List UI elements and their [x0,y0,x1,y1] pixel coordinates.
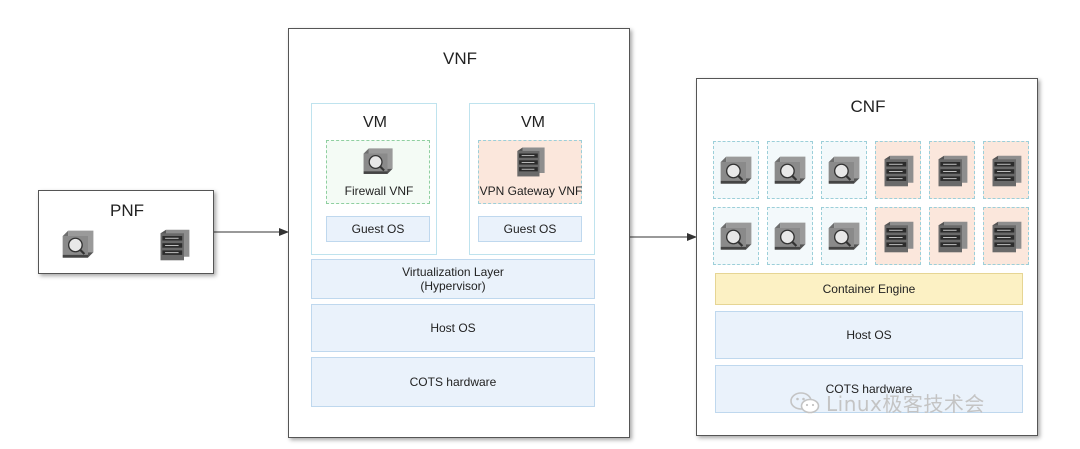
watermark-text: Linux极客技术会 [826,392,985,416]
container-firewall [767,141,813,199]
cnf-box: CNF Container Engine Host OS COTS hardwa… [696,78,1038,436]
container-vpn [983,207,1029,265]
container-firewall [821,207,867,265]
cnf-cots-hardware: COTS hardware [715,365,1023,413]
container-vpn [929,207,975,265]
container-firewall [713,141,759,199]
server-rack-icon [513,145,549,179]
hypervisor-label: (Hypervisor) [420,279,486,293]
cnf-title: CNF [850,97,886,116]
container-engine: Container Engine [715,273,1023,305]
vm-title: VM [521,114,545,131]
watermark: Linux极客技术会 [790,388,985,417]
firewall-vnf-label: Firewall VNF [344,184,414,198]
vnf-title: VNF [443,49,477,68]
firewall-icon [361,145,397,179]
server-rack-icon [881,219,917,255]
firewall-vnf-app: Firewall VNF [326,140,430,204]
wechat-icon [790,391,820,413]
vnf-cots-hardware: COTS hardware [311,357,595,407]
cnf-host-os: Host OS [715,311,1023,359]
container-vpn [875,141,921,199]
container-firewall [821,141,867,199]
pnf-box: PNF [38,190,214,274]
container-grid [713,141,1029,267]
virtualization-label: Virtualization Layer [402,265,504,279]
pnf-title: PNF [110,201,144,220]
server-rack-icon [989,219,1025,255]
firewall-icon [773,219,809,255]
container-vpn [875,207,921,265]
guest-os-firewall: Guest OS [326,216,430,242]
virtualization-layer: Virtualization Layer (Hypervisor) [311,259,595,299]
vpn-gateway-vnf-label: VPN Gateway VNF [479,184,583,198]
guest-os-vpn: Guest OS [478,216,582,242]
vpn-gateway-vnf-app: VPN Gateway VNF [478,140,582,204]
vm-box-firewall: VM Firewall VNF Guest OS [311,103,437,255]
firewall-icon [827,219,863,255]
firewall-icon [719,219,755,255]
firewall-icon [61,227,97,263]
vm-box-vpn: VM VPN Gateway VNF Guest OS [469,103,595,255]
server-rack-icon [881,153,917,189]
container-vpn [983,141,1029,199]
firewall-icon [773,153,809,189]
server-rack-icon [157,227,193,263]
vnf-host-os: Host OS [311,304,595,352]
firewall-icon [827,153,863,189]
server-rack-icon [935,219,971,255]
container-firewall [713,207,759,265]
server-rack-icon [935,153,971,189]
vnf-box: VNF VM Firewall VNF Guest OS VM VPN Gate… [288,28,630,438]
vm-title: VM [363,114,387,131]
server-rack-icon [989,153,1025,189]
firewall-icon [719,153,755,189]
container-vpn [929,141,975,199]
container-firewall [767,207,813,265]
